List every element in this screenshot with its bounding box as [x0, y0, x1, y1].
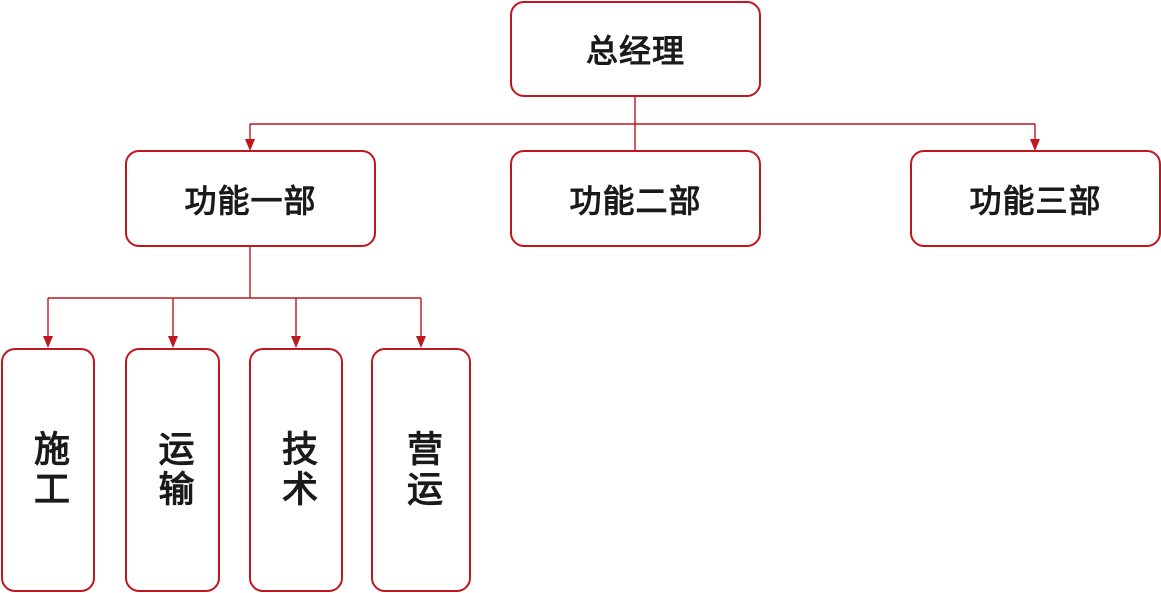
sub-unit-label: 运输	[152, 430, 194, 510]
dept-node-2: 功能二部	[510, 150, 761, 247]
dept-node-label: 功能三部	[969, 181, 1102, 220]
dept-node-label: 功能二部	[569, 181, 702, 220]
root-node-label: 总经理	[585, 32, 685, 70]
sub-unit-node-4: 营运	[371, 348, 471, 592]
arrow-sub1	[43, 336, 53, 348]
sub-unit-node-2: 运输	[125, 348, 220, 592]
sub-unit-label: 技术	[276, 430, 317, 510]
arrow-sub4	[416, 336, 426, 348]
sub-unit-node-3: 技术	[249, 348, 343, 592]
sub-unit-label: 施工	[28, 430, 69, 510]
arrow-sub2	[168, 336, 178, 348]
dept-node-3: 功能三部	[910, 150, 1161, 247]
arrow-sub3	[291, 336, 301, 348]
dept-node-label: 功能一部	[184, 181, 317, 220]
sub-unit-node-1: 施工	[1, 348, 95, 592]
arrow-dept3	[1030, 139, 1040, 151]
sub-unit-label: 营运	[401, 430, 442, 510]
dept-node-1: 功能一部	[125, 150, 376, 247]
arrow-dept1	[245, 139, 255, 151]
root-node-general-manager: 总经理	[510, 1, 761, 97]
